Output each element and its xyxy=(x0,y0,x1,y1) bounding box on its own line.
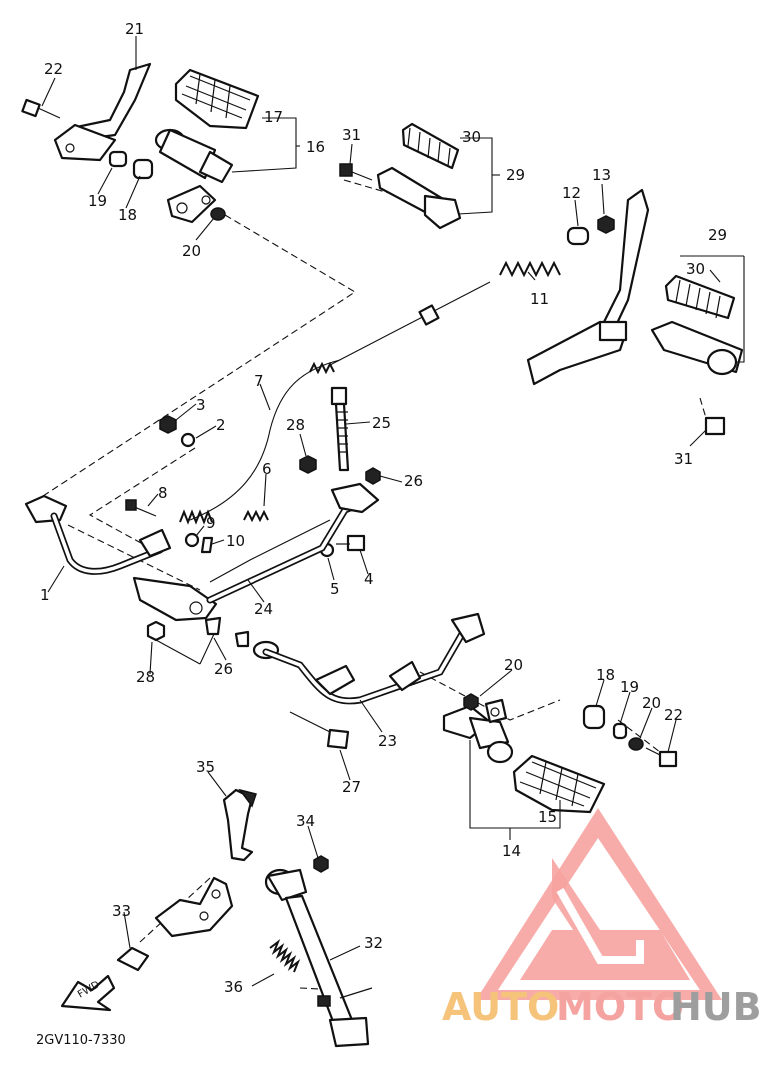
sidestand-32 xyxy=(264,855,373,1048)
callout-25: 25 xyxy=(372,414,391,432)
watermark-logo: AUTO MOTO HUB xyxy=(442,808,762,1029)
callout-numbers: 21 22 17 16 19 18 20 31 30 29 12 13 11 2… xyxy=(40,20,727,996)
diagram-code: 2GV110-7330 xyxy=(36,1033,126,1048)
callout-10: 10 xyxy=(226,532,245,550)
callout-5: 5 xyxy=(330,580,340,598)
callout-1: 1 xyxy=(40,586,50,604)
collar-18-19-20-22-right xyxy=(582,704,678,768)
callout-29-right: 29 xyxy=(708,226,727,244)
leader-lines xyxy=(41,36,745,987)
callout-14: 14 xyxy=(502,842,521,860)
right-bracket-assembly xyxy=(526,188,650,386)
callout-24: 24 xyxy=(254,600,273,618)
footrest-rubber-15 xyxy=(512,754,606,814)
callout-35: 35 xyxy=(196,758,215,776)
assembly-dash-lines xyxy=(39,179,707,991)
footrest-14 xyxy=(442,693,514,764)
callout-20-right: 20 xyxy=(642,694,661,712)
callout-31-right: 31 xyxy=(674,450,693,468)
bracket-35 xyxy=(222,788,257,862)
callout-34: 34 xyxy=(296,812,315,830)
callout-27: 27 xyxy=(342,778,361,796)
brake-arm-24 xyxy=(132,482,380,622)
callout-30-left: 30 xyxy=(462,128,481,146)
spring-11-and-cable xyxy=(329,260,561,366)
callout-12: 12 xyxy=(562,184,581,202)
callout-29-left: 29 xyxy=(506,166,525,184)
footrest-16 xyxy=(154,128,234,224)
callout-8: 8 xyxy=(158,484,168,502)
fwd-arrow: FWD xyxy=(60,974,116,1012)
callout-2: 2 xyxy=(216,416,226,434)
callout-6: 6 xyxy=(262,460,272,478)
callout-18-left: 18 xyxy=(118,206,137,224)
callout-32: 32 xyxy=(364,934,383,952)
callout-16: 16 xyxy=(306,138,325,156)
collar-12-nut-13 xyxy=(566,215,615,246)
callout-11: 11 xyxy=(530,290,549,308)
small-parts-center xyxy=(125,415,381,558)
logo-inner-shape xyxy=(520,858,690,980)
spring-36 xyxy=(269,939,301,973)
callout-36: 36 xyxy=(224,978,243,996)
callout-9: 9 xyxy=(206,514,216,532)
footrest-rubber-17 xyxy=(174,68,260,130)
pillion-footrest-29-left xyxy=(339,122,462,230)
brake-rod-7 xyxy=(179,359,341,525)
frame-23 xyxy=(146,612,486,750)
pillion-footrest-29-right xyxy=(650,274,744,436)
callout-33: 33 xyxy=(112,902,131,920)
callout-3: 3 xyxy=(196,396,206,414)
callout-7: 7 xyxy=(254,372,264,390)
callout-22-right: 22 xyxy=(664,706,683,724)
callout-22-left: 22 xyxy=(44,60,63,78)
callout-28-top: 28 xyxy=(286,416,305,434)
callout-26-bottom: 26 xyxy=(214,660,233,678)
callout-28-bottom: 28 xyxy=(136,668,155,686)
callout-18-right: 18 xyxy=(596,666,615,684)
callout-21: 21 xyxy=(125,20,144,38)
callout-13: 13 xyxy=(592,166,611,184)
callout-4: 4 xyxy=(364,570,374,588)
callout-31-left: 31 xyxy=(342,126,361,144)
switch-25 xyxy=(330,386,350,472)
callout-23: 23 xyxy=(378,732,397,750)
logo-text-hub: HUB xyxy=(670,985,762,1029)
callout-17: 17 xyxy=(264,108,283,126)
bracket-plate-33 xyxy=(116,876,234,972)
callout-19-left: 19 xyxy=(88,192,107,210)
logo-triangle-mark xyxy=(476,808,722,1000)
bolt-22-left xyxy=(21,98,61,119)
collar-18-19-20-left xyxy=(108,150,226,221)
callout-20-top: 20 xyxy=(182,242,201,260)
brake-pedal-1 xyxy=(24,494,172,575)
logo-text-auto: AUTO xyxy=(442,985,559,1029)
callout-19-right: 19 xyxy=(620,678,639,696)
callout-15: 15 xyxy=(538,808,557,826)
callout-26-right: 26 xyxy=(404,472,423,490)
footrest-bracket-21 xyxy=(53,62,152,162)
callout-20-mid: 20 xyxy=(504,656,523,674)
callout-30-right: 30 xyxy=(686,260,705,278)
logo-text-moto: MOTO xyxy=(556,985,684,1029)
